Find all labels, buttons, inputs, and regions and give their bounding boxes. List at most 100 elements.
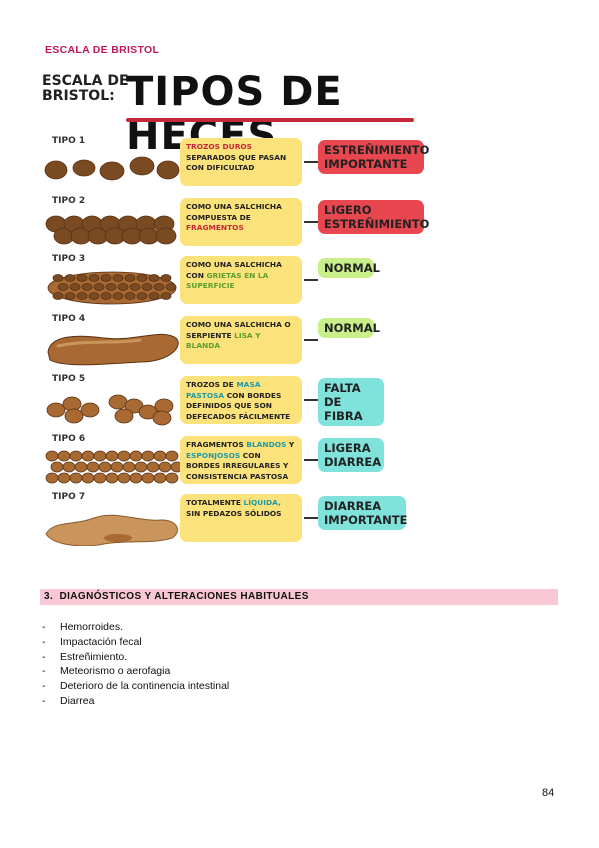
- stool-fragment-27: [93, 472, 107, 484]
- stool-fragment-26: [81, 472, 95, 484]
- stool-description: COMO UNA SALCHICHA O SERPIENTE LISA Y BL…: [180, 316, 302, 364]
- stool-crack-5: [100, 274, 112, 282]
- description-segment: CON BORDES DEFINIDOS QUE SON DEFECADOS F…: [186, 390, 291, 421]
- stool-puddle: [104, 534, 132, 542]
- stool-description: TOTALMENTE LÍQUIDA, SIN PEDAZOS SÓLIDOS: [180, 494, 302, 542]
- stool-description: FRAGMENTOS BLANDOS Y ESPONJOSOS CON BORD…: [180, 436, 302, 484]
- stool-lump-5: [156, 160, 180, 180]
- stool-description: COMO UNA SALCHICHA CON GRIETAS EN LA SUP…: [180, 256, 302, 304]
- stool-fragment-22: [170, 461, 180, 473]
- stool-crack-23: [76, 292, 88, 300]
- stool-type-row: TIPO 5 TROZOS DE MASA PASTOSA CON BORDES …: [38, 374, 434, 436]
- stool-fragment-11: [165, 450, 179, 462]
- result-connector: [304, 459, 318, 461]
- infographic-head: ESCALA DE BRISTOL:: [42, 74, 129, 104]
- stool-crack-19: [153, 283, 165, 291]
- stool-fragment-33: [165, 472, 179, 484]
- stool-lump-1: [44, 160, 68, 180]
- stool-crack-4: [88, 274, 100, 282]
- stool-fragment-2: [57, 450, 71, 462]
- list-bullet: -: [42, 621, 46, 633]
- stool-crack-20: [165, 283, 177, 291]
- description-segment: GRIETAS EN LA SUPERFICIE: [186, 270, 269, 291]
- stool-fragment-5: [93, 450, 107, 462]
- result-connector: [304, 161, 318, 163]
- stool-liquid: [45, 514, 178, 546]
- description-segment: CON BORDES IRREGULARES Y CONSISTENCIA PA…: [186, 450, 289, 481]
- stool-result: FALTA DE FIBRA: [318, 378, 384, 426]
- stool-fragment-8: [129, 450, 143, 462]
- description-segment: BLANDOS: [246, 440, 287, 449]
- list-bullet: -: [42, 665, 46, 678]
- section-number: 3.: [44, 591, 54, 602]
- stool-crack-17: [129, 283, 141, 291]
- description-segment: TROZOS DUROS: [186, 142, 252, 151]
- stool-crack-3: [76, 274, 88, 282]
- infographic-head-line1: ESCALA DE: [42, 73, 129, 89]
- stool-type-label: TIPO 2: [52, 196, 86, 206]
- description-segment: TOTALMENTE: [186, 498, 244, 507]
- stool-crack-24: [88, 292, 100, 300]
- list-item-text: Impactación fecal: [60, 635, 142, 648]
- stool-result: LIGERA DIARREA: [318, 438, 384, 472]
- stool-crack-27: [124, 292, 136, 300]
- stool-crack-8: [136, 274, 148, 282]
- stool-fragment-23: [45, 472, 59, 484]
- page-number: 84: [542, 787, 555, 799]
- description-segment: COMO UNA SALCHICHA CON: [186, 260, 282, 280]
- result-connector: [304, 279, 318, 281]
- list-item-text: Estreñimiento.: [60, 650, 128, 663]
- stool-type-row: TIPO 6 FRAGMENTOS BLANDOS Y ESPONJOSOS CO…: [38, 434, 434, 496]
- stool-lump-3: [99, 161, 125, 181]
- stool-result: LIGERO ESTREÑIMIENTO: [318, 200, 429, 234]
- stool-type-row: TIPO 2 COMO UNA SALCHICHA COMPUESTA DE FR…: [38, 196, 434, 258]
- stool-fragment-6: [105, 450, 119, 462]
- infographic-head-line2: BRISTOL:: [42, 88, 115, 104]
- stool-fragment-14: [74, 461, 88, 473]
- stool-fragment-16: [98, 461, 112, 473]
- stool-fragment-29: [117, 472, 131, 484]
- description-segment: TROZOS DE: [186, 380, 237, 389]
- stool-type-label: TIPO 1: [52, 136, 86, 146]
- stool-crack-9: [148, 274, 160, 282]
- list-item-text: Meteorismo o aerofagia: [60, 665, 171, 678]
- stool-type-label: TIPO 6: [52, 434, 86, 444]
- stool-fragment-7: [117, 450, 131, 462]
- stool-blob-7: [114, 408, 134, 424]
- list-item-text: Deterioro de la continencia intestinal: [60, 680, 230, 693]
- stool-fragment-25: [69, 472, 83, 484]
- section-header: 3. DIAGNÓSTICOS Y ALTERACIONES HABITUALE…: [40, 589, 558, 605]
- stool-type-label: TIPO 5: [52, 374, 86, 384]
- stool-result: NORMAL: [318, 258, 380, 278]
- result-connector: [304, 399, 318, 401]
- stool-blob-4: [80, 402, 100, 418]
- result-connector: [304, 339, 318, 341]
- stool-illustration: [45, 215, 177, 245]
- section-title: 3. DIAGNÓSTICOS Y ALTERACIONES HABITUALE…: [44, 591, 309, 602]
- result-connector: [304, 517, 318, 519]
- stool-crack-30: [160, 292, 172, 300]
- stool-crack-22: [64, 292, 76, 300]
- description-segment: SIN PEDAZOS SÓLIDOS: [186, 508, 282, 518]
- stool-crack-1: [52, 274, 64, 282]
- stool-description: COMO UNA SALCHICHA COMPUESTA DE FRAGMENT…: [180, 198, 302, 246]
- stool-lump-4: [129, 156, 155, 176]
- stool-lump-2: [72, 159, 96, 177]
- stool-fragment-13: [62, 461, 76, 473]
- stool-crack-15: [105, 283, 117, 291]
- stool-fragment-17: [110, 461, 124, 473]
- stool-crack-6: [112, 274, 124, 282]
- description-segment: FRAGMENTOS: [186, 223, 244, 232]
- stool-crack-10: [160, 274, 172, 282]
- list-bullet: -: [42, 635, 46, 648]
- stool-description: TROZOS DE MASA PASTOSA CON BORDES DEFINI…: [180, 376, 302, 424]
- list-bullet: -: [42, 680, 46, 693]
- stool-fragment-30: [129, 472, 143, 484]
- stool-result: NORMAL: [318, 318, 380, 338]
- list-item: - Impactación fecal: [42, 635, 229, 650]
- infographic-title-underline: [126, 118, 414, 122]
- stool-highlight: [56, 338, 142, 348]
